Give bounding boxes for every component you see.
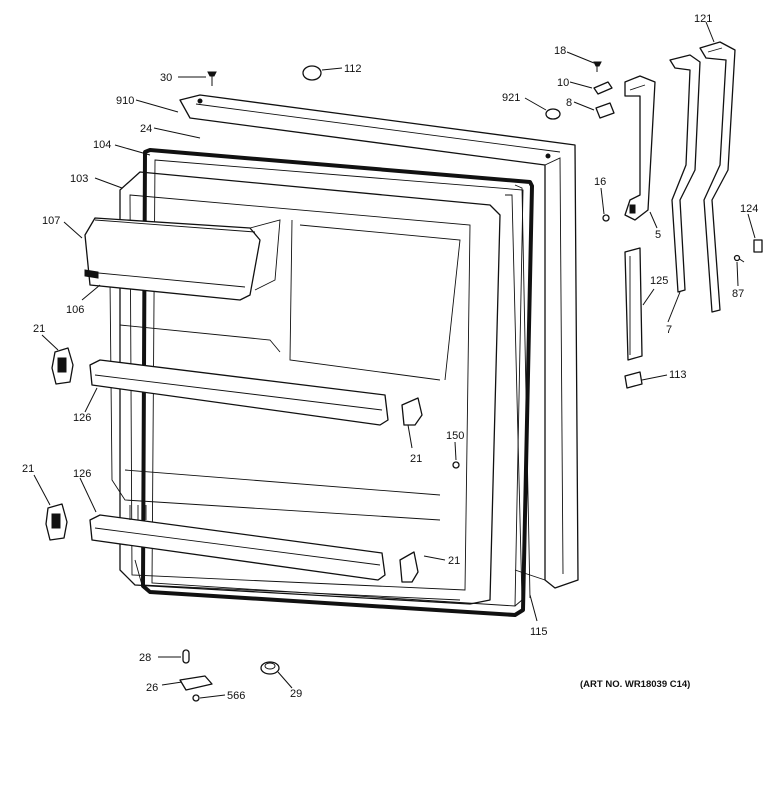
callout-21-low-right: 21: [448, 555, 460, 567]
callout-126-upper: 126: [73, 412, 91, 424]
callout-125: 125: [650, 275, 668, 287]
art-number: (ART NO. WR18039 C14): [580, 679, 690, 690]
callout-113: 113: [669, 369, 687, 381]
part-113: [624, 371, 643, 389]
leader-lines: [33, 21, 756, 699]
shelf-support-clip-mid-right: [401, 397, 423, 426]
callout-121: 121: [694, 13, 712, 25]
bumper-29: [260, 661, 280, 675]
callout-921: 921: [502, 92, 520, 104]
callout-5: 5: [655, 229, 661, 241]
callout-87: 87: [732, 288, 744, 300]
dairy-compartment-door: [84, 217, 281, 301]
callout-103: 103: [70, 173, 88, 185]
door-shelf-bar-upper: [89, 359, 389, 426]
callout-107: 107: [42, 215, 60, 227]
callout-124: 124: [740, 203, 758, 215]
callout-21-lower-left: 21: [22, 463, 34, 475]
door-outer-frame: [179, 94, 579, 589]
shelf-support-clip-low-right: [399, 551, 419, 583]
callout-7: 7: [666, 324, 672, 336]
callout-28: 28: [139, 652, 151, 664]
callout-115: 115: [530, 626, 548, 638]
callout-104: 104: [93, 139, 111, 151]
shelf-support-clip-upper-left: [51, 347, 74, 385]
callout-150: 150: [446, 430, 464, 442]
callout-29: 29: [290, 688, 302, 700]
callout-10: 10: [557, 77, 569, 89]
bracket-26: [179, 675, 213, 691]
callout-8: 8: [566, 97, 572, 109]
cap-921: [545, 108, 561, 120]
plug-112: [302, 65, 322, 81]
handle-bracket-5: [624, 75, 656, 221]
part-8: [595, 102, 615, 119]
callout-106: 106: [66, 304, 84, 316]
part-124: [753, 239, 763, 253]
callout-16: 16: [594, 176, 606, 188]
callout-18: 18: [554, 45, 566, 57]
callout-126-lower: 126: [73, 468, 91, 480]
callout-labels: 30 112 910 24 104 103 107 106 21 126 21 …: [22, 13, 758, 702]
screw-30: [207, 71, 217, 86]
screw-566: [192, 694, 200, 702]
screw-150: [452, 461, 460, 469]
callout-26: 26: [146, 682, 158, 694]
part-28: [182, 649, 190, 664]
handle-cap-125: [624, 247, 643, 361]
door-trim-strip: [505, 184, 531, 607]
screw-16: [602, 214, 610, 222]
handle-121: [699, 41, 736, 313]
part-10: [593, 81, 613, 95]
screw-87: [733, 254, 745, 263]
screw-18: [593, 61, 602, 72]
door-liner: [109, 171, 501, 605]
shelf-support-clip-lower-left: [45, 503, 68, 541]
callout-30: 30: [160, 72, 172, 84]
callout-21-upper-left: 21: [33, 323, 45, 335]
callout-21-mid-right: 21: [410, 453, 422, 465]
callout-910: 910: [116, 95, 134, 107]
callout-112: 112: [344, 63, 362, 75]
callout-24: 24: [140, 123, 152, 135]
handle-7: [669, 54, 701, 293]
callout-566: 566: [227, 690, 245, 702]
door-shelf-bar-lower: [89, 505, 386, 581]
